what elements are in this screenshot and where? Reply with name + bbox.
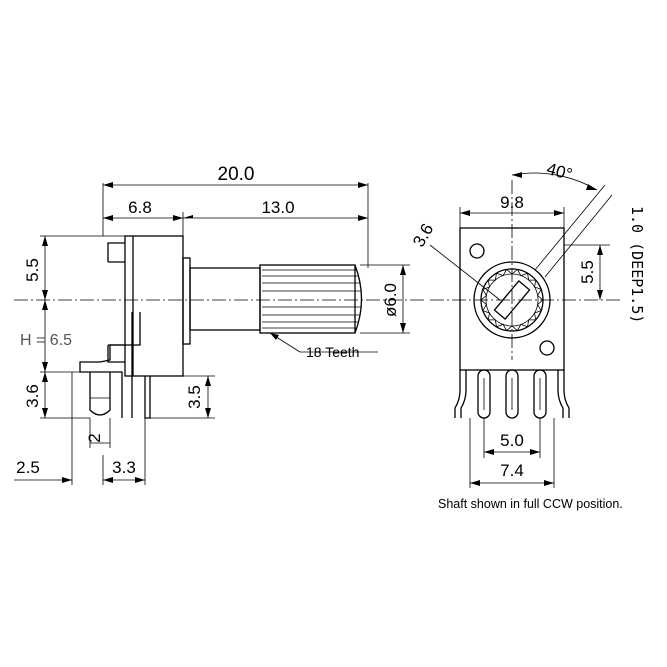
note-text: Shaft shown in full CCW position. xyxy=(438,497,623,511)
dim-front-height: 5.5 xyxy=(578,260,597,284)
pins xyxy=(454,369,570,419)
dim-upper: 5.5 xyxy=(23,258,42,282)
dim-overall: 20.0 xyxy=(218,164,255,185)
dim-front-width: 9.8 xyxy=(500,193,524,212)
dim-shaft-diameter: ø6.0 xyxy=(381,283,400,317)
dim-body: 6.8 xyxy=(128,198,152,217)
dim-bracket-offset: 3.3 xyxy=(112,458,136,477)
gear-teeth xyxy=(480,268,544,332)
dim-angle: 40° xyxy=(545,159,575,184)
dim-pin-offset: 2.5 xyxy=(16,458,40,477)
dim-pin-span: 7.4 xyxy=(500,461,524,480)
knurl-lines xyxy=(262,269,361,329)
dim-height: H = 6.5 xyxy=(20,332,72,349)
teeth-label: 18 Teeth xyxy=(306,344,359,360)
dim-bracket-height: 3.5 xyxy=(185,385,204,409)
dim-slot-depth: 1.0 (DEEP1.5) xyxy=(628,206,646,323)
front-view: 9.8 40° 3.6 5.5 1.0 (DEEP1.5) 5.0 7 xyxy=(409,159,646,488)
dim-pin-width: 2 xyxy=(85,433,104,442)
dim-pin-length: 3.6 xyxy=(23,384,42,408)
dim-pin-pitch: 5.0 xyxy=(500,431,524,450)
dim-radius: 3.6 xyxy=(409,220,437,250)
dim-shaft: 13.0 xyxy=(261,198,294,217)
teeth-zigzag xyxy=(480,268,544,332)
side-view: 20.0 6.8 13.0 5.5 H = 6.5 3.6 xyxy=(14,164,425,485)
